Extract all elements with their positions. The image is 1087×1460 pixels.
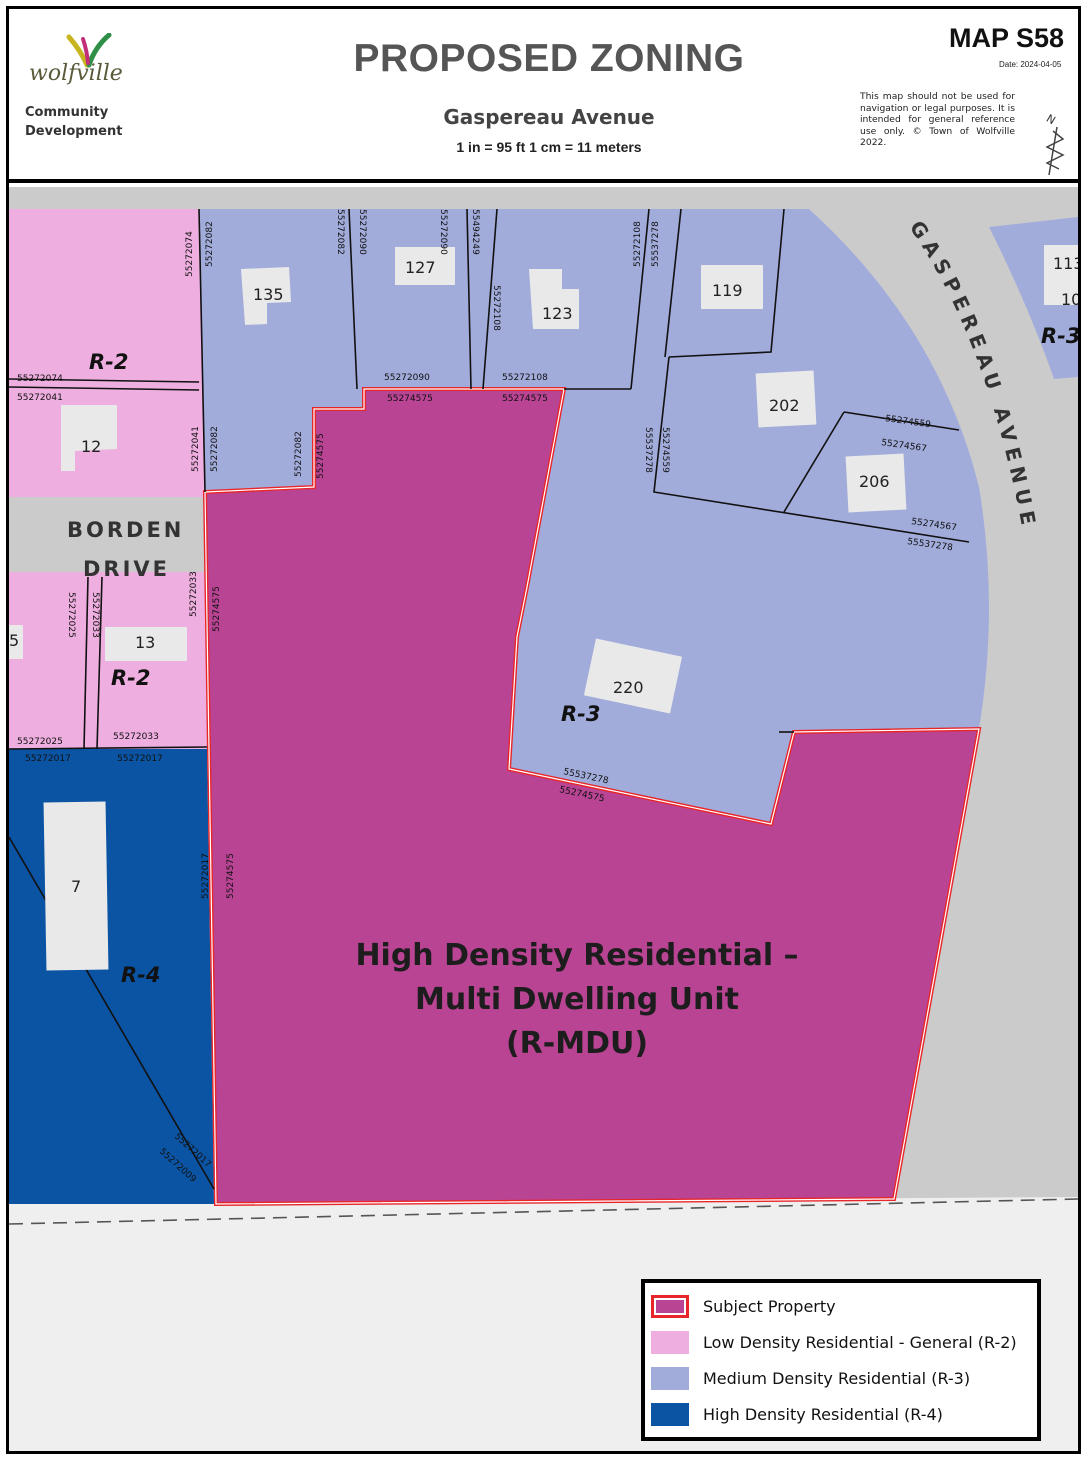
main-zone-label-line2: Multi Dwelling Unit [415, 982, 739, 1017]
street-label-drive: DRIVE [83, 557, 170, 581]
zone-label: R-2 [111, 666, 151, 690]
building-label: 7 [71, 877, 81, 896]
svg-text:N: N [1044, 112, 1058, 127]
building-135 [241, 267, 291, 325]
parcel-id: 55272090 [438, 209, 448, 255]
parcel-id: 55537278 [643, 427, 653, 473]
wolfville-logo-icon [66, 33, 112, 68]
parcel-id: 55272090 [384, 373, 430, 383]
parcel-id: 55537278 [651, 221, 661, 267]
building-label: 127 [405, 258, 436, 277]
zone-label: R-3 [561, 702, 601, 726]
building-220 [583, 638, 683, 714]
building-label: 206 [859, 472, 890, 491]
parcel-id: 55272033 [189, 571, 199, 617]
building-label: 202 [769, 396, 800, 415]
building-footprints [9, 245, 1078, 971]
parcel-id: 55274559 [660, 427, 670, 473]
legend-swatch-subject [651, 1295, 689, 1318]
legend-label: Medium Density Residential (R-3) [703, 1369, 971, 1388]
main-zone-label-line3: (R-MDU) [506, 1026, 648, 1061]
zone-r2-north [9, 209, 205, 497]
building-label: 109 [1061, 290, 1078, 309]
parcel-id: 55272033 [113, 732, 159, 742]
building-7 [43, 801, 109, 971]
building-202 [755, 370, 817, 428]
parcel-id: 55274575 [226, 853, 236, 899]
parcel-id: 55272082 [335, 209, 345, 255]
zone-label: R-4 [121, 963, 161, 987]
building-label: 135 [253, 285, 284, 304]
building-label: 220 [613, 678, 644, 697]
zone-r3-gaspereau [199, 209, 989, 824]
parcel-id: 55274575 [502, 394, 548, 404]
parcel-id: 55272025 [66, 592, 76, 638]
map-date: Date: 2024-04-05 [999, 60, 1062, 69]
parcel-id: 55272041 [191, 426, 201, 472]
parcel-id: 55272033 [90, 592, 100, 638]
parcel-id: 55272041 [17, 393, 63, 403]
legend-swatch-r4 [651, 1403, 689, 1426]
legend-label: Low Density Residential - General (R-2) [703, 1333, 1017, 1352]
building-label: 12 [81, 437, 101, 456]
parcel-id: 55274575 [316, 433, 326, 479]
building-119 [701, 265, 763, 309]
building-label: 5 [9, 631, 19, 650]
map-header: wolfville Community Development PROPOSED… [9, 9, 1078, 183]
street-label-borden: BORDEN [67, 518, 184, 542]
building-label: 123 [542, 304, 573, 323]
parcel-id: 55272108 [633, 221, 643, 267]
parcel-id: 55274575 [212, 586, 222, 632]
zoning-map: 135 127 123 119 113 109 202 206 220 12 1… [9, 187, 1078, 1451]
parcel-id: 55272082 [294, 431, 304, 477]
building-label: 113 [1053, 254, 1078, 273]
building-label: 13 [135, 633, 155, 652]
map-number: MAP S58 [949, 23, 1065, 53]
building-13 [105, 627, 187, 661]
parcel-id: 55272108 [491, 285, 501, 331]
map-title: PROPOSED ZONING [353, 37, 745, 80]
building-123 [529, 269, 579, 329]
parcel-id: 55272074 [17, 374, 63, 384]
logo-wordmark: wolfville [29, 61, 123, 86]
map-legend: Subject Property Low Density Residential… [641, 1279, 1041, 1441]
map-subtitle: Gaspereau Avenue [443, 105, 655, 129]
map-scale: 1 in = 95 ft 1 cm = 11 meters [456, 139, 642, 155]
parcel-id: 55272082 [210, 426, 220, 472]
road-centerline [9, 1198, 1078, 1225]
parcel-id: 55272108 [502, 373, 548, 383]
legend-label: Subject Property [703, 1297, 836, 1316]
legend-swatch-r3 [651, 1367, 689, 1390]
parcel-id: 55274575 [387, 394, 433, 404]
legend-label: High Density Residential (R-4) [703, 1405, 943, 1424]
building-127 [395, 247, 455, 285]
parcel-id: 55272090 [357, 209, 367, 255]
parcel-id: 55272017 [117, 754, 163, 764]
main-zone-label-line1: High Density Residential – [355, 938, 798, 973]
building-5 [9, 625, 23, 659]
parcel-id: 55494249 [470, 209, 480, 255]
disclaimer-text: This map should not be used for navigati… [860, 91, 1015, 148]
department-name: Community Development [25, 105, 123, 139]
zone-label: R-2 [89, 350, 129, 374]
gaspereau-road [909, 217, 1078, 1187]
building-12 [61, 405, 117, 471]
parcel-id: 55272082 [205, 221, 215, 267]
north-arrow-icon: N [1044, 112, 1065, 176]
parcel-lines [9, 208, 970, 1190]
building-206 [845, 453, 907, 513]
parcel-id: 55272074 [185, 231, 195, 277]
subject-outline-inner [204, 388, 980, 1205]
parcel-id: 55272025 [17, 737, 63, 747]
zone-label: R-3 [1041, 324, 1078, 348]
parcel-id: 55272017 [25, 754, 71, 764]
parcel-id: 55272017 [201, 853, 211, 899]
legend-swatch-r2 [651, 1331, 689, 1354]
map-sheet: wolfville Community Development PROPOSED… [6, 6, 1081, 1454]
building-113-109 [1044, 245, 1078, 305]
building-label: 119 [712, 281, 743, 300]
